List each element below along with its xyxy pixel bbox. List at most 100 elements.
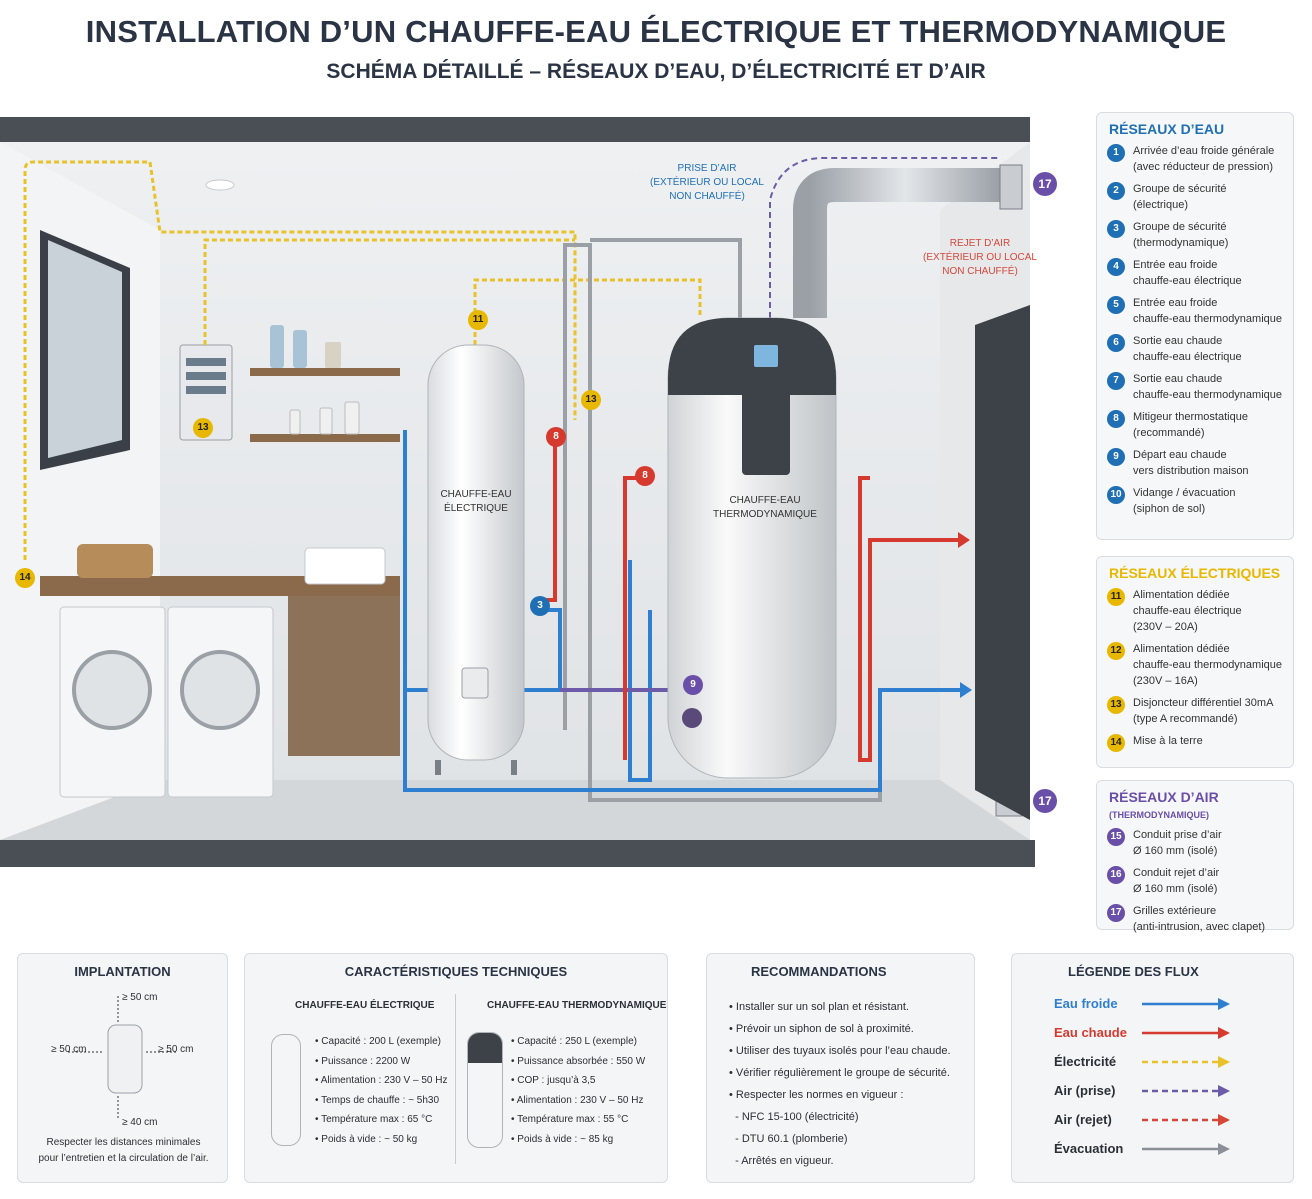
bottle xyxy=(344,401,360,435)
hot-water-pipe xyxy=(858,476,960,762)
flux-label: Électricité xyxy=(1054,1054,1117,1069)
marker-8: 8 xyxy=(635,466,655,486)
flux-label: Eau chaude xyxy=(1054,1025,1127,1040)
shelf-upper xyxy=(250,368,400,376)
text-line: - Arrêtés en vigueur. xyxy=(729,1155,834,1167)
implantation-title: IMPLANTATION xyxy=(74,964,171,979)
clearance-bottom: ≥ 40 cm xyxy=(122,1117,158,1128)
legend-text: Vidange / évacuation(siphon de sol) xyxy=(1133,487,1236,515)
hot-water-arrow xyxy=(958,532,970,548)
page-title: INSTALLATION D’UN CHAUFFE-EAU ÉLECTRIQUE… xyxy=(85,14,1227,49)
flux-label: Eau froide xyxy=(1054,996,1118,1011)
control-panel xyxy=(742,330,790,475)
marker-17: 17 xyxy=(1033,789,1057,813)
laundry-basket xyxy=(77,544,153,578)
ceiling-slab xyxy=(0,117,1030,142)
marker-8: 8 xyxy=(546,427,566,447)
marker-14: 14 xyxy=(15,568,35,588)
marker-17: 17 xyxy=(1033,172,1057,196)
plant-pot xyxy=(325,342,341,368)
breaker-row xyxy=(186,372,226,380)
legend-text: Groupe de sécurité(thermodynamique) xyxy=(1133,221,1229,249)
flux-legend-title: LÉGENDE DES FLUX xyxy=(1068,964,1199,979)
legend-number-badge: 7 xyxy=(1107,372,1125,390)
thermo-heater-thumb xyxy=(467,1032,503,1148)
text-line: • Respecter les normes en vigueur : xyxy=(729,1089,904,1101)
implantation-panel: IMPLANTATION ≥ 50 cm ≥ 50 cm ≥ 50 cm ≥ 4… xyxy=(17,953,228,1183)
cold-water-pipe xyxy=(403,430,960,792)
text-line: - NFC 15-100 (électricité) xyxy=(729,1111,859,1123)
legend-item-10: 10 Vidange / évacuation(siphon de sol) xyxy=(1107,485,1293,517)
marker-9: 9 xyxy=(683,675,703,695)
flux-label: Évacuation xyxy=(1054,1141,1124,1156)
marker-11: 11 xyxy=(468,310,488,330)
electric-cable xyxy=(203,238,575,345)
flux-arrow xyxy=(1142,1142,1230,1155)
text-line: • Capacité : 200 L (exemple) xyxy=(315,1036,441,1047)
implantation-diagram xyxy=(68,996,178,1118)
condensate-outlet xyxy=(682,708,702,728)
flux-arrow xyxy=(1142,1026,1230,1039)
spec-electric-list: • Capacité : 200 L (exemple) • Puissance … xyxy=(315,1032,447,1149)
recommendations-title: RECOMMANDATIONS xyxy=(751,964,887,979)
text-line: • Température max : 55 °C xyxy=(511,1114,629,1125)
legend-number-badge: 11 xyxy=(1107,588,1125,606)
legend-text: Mise à la terre xyxy=(1133,735,1203,747)
heater-foot xyxy=(511,760,517,775)
flux-label: Air (prise) xyxy=(1054,1083,1116,1098)
door xyxy=(975,305,1030,820)
electric-water-heater xyxy=(427,344,525,761)
recommendations-list: • Installer sur un sol plan et résistant… xyxy=(729,996,951,1172)
legend-number-badge: 14 xyxy=(1107,734,1125,752)
legend-number-badge: 4 xyxy=(1107,258,1125,276)
text-line: • Alimentation : 230 V – 50 Hz xyxy=(315,1075,448,1086)
text-line: • Utiliser des tuyaux isolés pour l’eau … xyxy=(729,1045,951,1057)
legend-number-badge: 10 xyxy=(1107,486,1125,504)
text-line: • Puissance : 2200 W xyxy=(315,1055,411,1067)
window-glass xyxy=(48,240,122,458)
flux-arrow xyxy=(1142,1084,1230,1097)
flux-item: Eau froide xyxy=(1054,996,1232,1011)
legend-text: Mitigeur thermostatique(recommandé) xyxy=(1133,411,1248,439)
electric-cable xyxy=(23,160,577,560)
legend-text: Arrivée d’eau froide générale(avec réduc… xyxy=(1133,145,1275,173)
bottle xyxy=(270,325,284,368)
water-panel-title: RÉSEAUX D’EAU xyxy=(1109,121,1225,137)
clearance-right: ≥ 50 cm xyxy=(158,1044,194,1055)
electric-panel-title: RÉSEAUX ÉLECTRIQUES xyxy=(1109,565,1281,581)
spec-divider xyxy=(455,994,456,1164)
breaker-row xyxy=(186,358,226,366)
flux-label: Air (rejet) xyxy=(1054,1112,1112,1127)
spec-thermo-title: CHAUFFE-EAU THERMODYNAMIQUE xyxy=(487,1000,667,1011)
spec-electric-title: CHAUFFE-EAU ÉLECTRIQUE xyxy=(295,1000,435,1011)
flux-item: Air (rejet) xyxy=(1054,1112,1232,1127)
drain-pipe xyxy=(590,238,742,318)
page-subtitle: SCHÉMA DÉTAILLÉ – RÉSEAUX D’EAU, D’ÉLECT… xyxy=(326,60,986,83)
air-intake-line xyxy=(769,157,1000,318)
cold-water-pipe xyxy=(628,560,652,782)
